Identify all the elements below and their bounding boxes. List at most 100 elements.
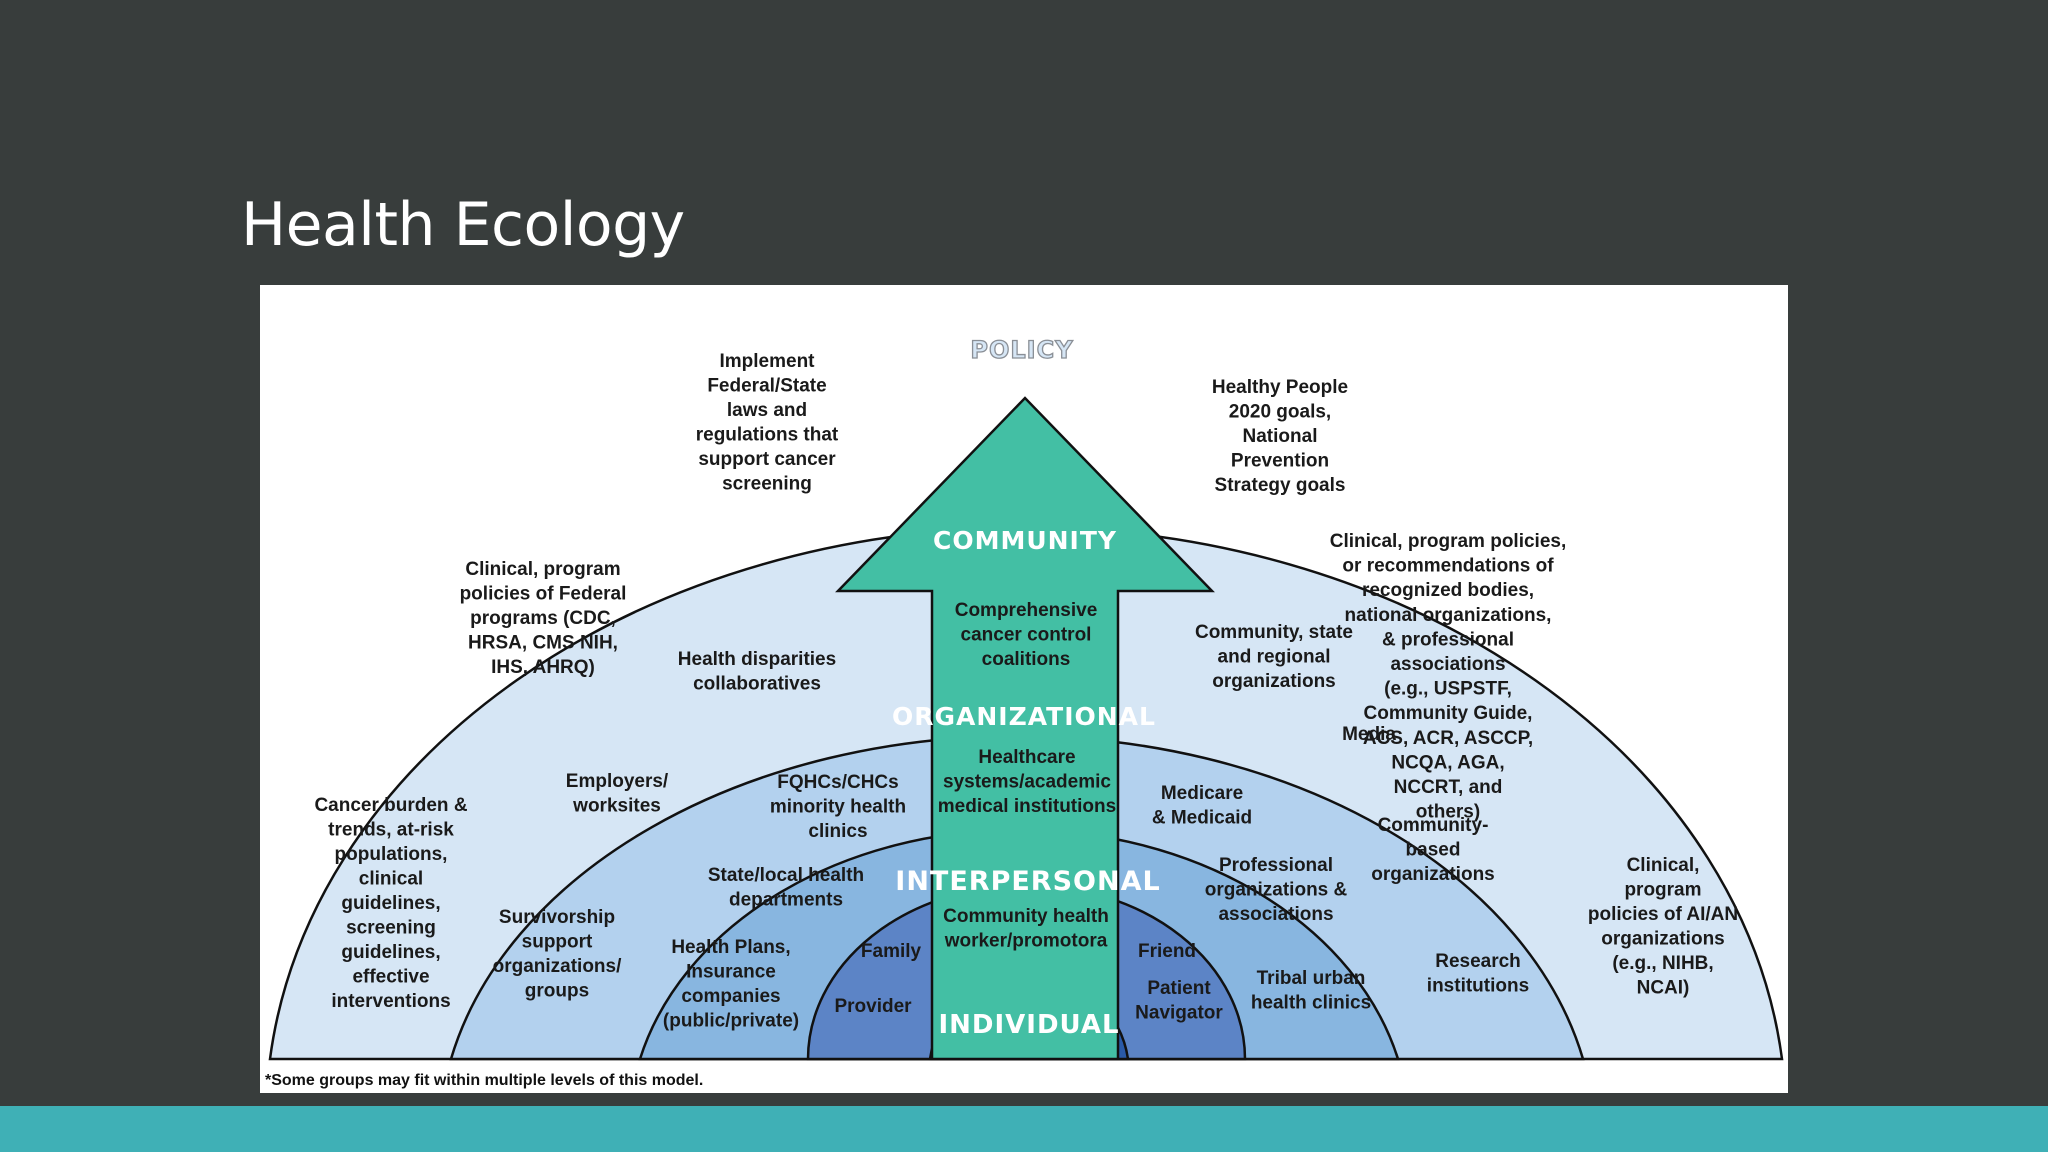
level-policy-label: POLICY bbox=[970, 336, 1073, 364]
item-line: organizations bbox=[1212, 671, 1336, 692]
item-chw: Community health worker/promotora bbox=[943, 906, 1109, 952]
item-line: Healthcare bbox=[978, 747, 1075, 768]
item-line: & professional bbox=[1382, 629, 1514, 650]
item-line: organizations bbox=[1371, 864, 1495, 885]
item-line: Community health bbox=[943, 906, 1109, 927]
item-line: clinical bbox=[359, 869, 423, 890]
item-line: populations, bbox=[335, 844, 448, 865]
item-line: (e.g., NIHB, bbox=[1612, 953, 1713, 974]
item-line: FQHCs/CHCs bbox=[777, 772, 898, 793]
item-line: minority health bbox=[770, 797, 906, 818]
item-line: others) bbox=[1416, 802, 1480, 823]
item-line: laws and bbox=[727, 400, 807, 421]
item-line: Navigator bbox=[1135, 1003, 1223, 1024]
item-family: Family bbox=[861, 941, 922, 962]
level-individual-label: INDIVIDUAL bbox=[938, 1010, 1119, 1040]
item-line: Clinical, program policies, bbox=[1330, 531, 1567, 552]
item-line: (public/private) bbox=[663, 1011, 799, 1032]
slide-title: Health Ecology bbox=[241, 190, 685, 260]
item-line: and regional bbox=[1218, 647, 1331, 668]
item-line: or recommendations of bbox=[1342, 556, 1554, 577]
item-line: NCCRT, and bbox=[1394, 777, 1503, 798]
item-ai-an: Clinical, program policies of AI/AN organiz… bbox=[1588, 855, 1738, 999]
item-line: medical institutions bbox=[938, 796, 1116, 817]
item-line: Community Guide, bbox=[1364, 703, 1533, 724]
item-disparities: Health disparities collaboratives bbox=[678, 649, 836, 695]
item-friend: Friend bbox=[1138, 941, 1196, 962]
item-line: Survivorship bbox=[499, 907, 615, 928]
item-line: regulations that bbox=[696, 425, 839, 446]
item-line: companies bbox=[681, 986, 780, 1007]
item-media: Media bbox=[1342, 724, 1396, 745]
item-line: worker/promotora bbox=[944, 931, 1108, 952]
item-line: (e.g., USPSTF, bbox=[1384, 679, 1512, 700]
item-line: National bbox=[1243, 426, 1318, 447]
item-line: NCQA, AGA, bbox=[1391, 752, 1504, 773]
item-line: Prevention bbox=[1231, 451, 1329, 472]
item-line: Clinical, bbox=[1627, 855, 1700, 876]
item-line: recognized bodies, bbox=[1362, 580, 1534, 601]
item-line: ACS, ACR, ASCCP, bbox=[1363, 728, 1533, 749]
item-recognized-bodies: Clinical, program policies, or recommenda… bbox=[1330, 531, 1567, 823]
item-line: NCAI) bbox=[1637, 978, 1690, 999]
item-line: Friend bbox=[1138, 941, 1196, 962]
item-healthcare-systems: Healthcare systems/academic medical instit… bbox=[938, 747, 1116, 817]
item-line: groups bbox=[525, 981, 589, 1002]
item-line: Clinical, program bbox=[465, 559, 620, 580]
item-line: trends, at-risk bbox=[328, 820, 454, 841]
item-line: associations bbox=[1390, 654, 1505, 675]
item-line: policies of AI/AN bbox=[1588, 904, 1738, 925]
item-line: systems/academic bbox=[943, 772, 1111, 793]
item-line: organizations/ bbox=[493, 956, 623, 977]
item-line: Medicare bbox=[1161, 783, 1243, 804]
item-line: Federal/State bbox=[707, 376, 826, 397]
health-ecology-diagram: POLICY COMMUNITY ORGANIZATIONAL INTERPER… bbox=[268, 335, 1784, 1061]
item-line: 2020 goals, bbox=[1229, 402, 1331, 423]
item-line: coalitions bbox=[982, 649, 1071, 670]
item-line: HRSA, CMS NIH, bbox=[468, 633, 618, 654]
level-interpersonal-label: INTERPERSONAL bbox=[895, 866, 1160, 897]
item-line: Healthy People bbox=[1212, 377, 1348, 398]
item-line: interventions bbox=[331, 991, 450, 1012]
item-line: institutions bbox=[1427, 976, 1529, 997]
item-line: Employers/ bbox=[566, 771, 669, 792]
up-arrow-icon bbox=[835, 396, 1215, 1061]
item-line: programs (CDC, bbox=[470, 608, 616, 629]
item-line: Community, state bbox=[1195, 622, 1353, 643]
item-employers: Employers/worksites bbox=[566, 771, 669, 817]
item-line: national organizations, bbox=[1345, 605, 1552, 626]
item-line: program bbox=[1624, 880, 1701, 901]
item-line: departments bbox=[729, 890, 843, 911]
item-line: Health Plans, bbox=[671, 937, 790, 958]
item-line: clinics bbox=[808, 821, 867, 842]
item-line: cancer control bbox=[961, 625, 1092, 646]
item-regional-orgs: Community, state and regional organization… bbox=[1195, 622, 1353, 692]
item-medicare: Medicare & Medicaid bbox=[1152, 783, 1252, 829]
item-line: Professional bbox=[1219, 855, 1333, 876]
item-line: guidelines, bbox=[341, 893, 440, 914]
item-line: screening bbox=[722, 474, 812, 495]
item-line: guidelines, bbox=[341, 942, 440, 963]
item-line: collaboratives bbox=[693, 674, 821, 695]
item-line: Tribal urban bbox=[1257, 968, 1366, 989]
level-organizational-label: ORGANIZATIONAL bbox=[892, 702, 1156, 731]
item-line: & Medicaid bbox=[1152, 808, 1252, 829]
health-ecology-figure: POLICY COMMUNITY ORGANIZATIONAL INTERPER… bbox=[260, 285, 1788, 1093]
item-line: Health disparities bbox=[678, 649, 836, 670]
item-line: Implement bbox=[719, 351, 815, 372]
item-line: based bbox=[1406, 840, 1461, 861]
item-line: organizations bbox=[1601, 929, 1725, 950]
item-line: Family bbox=[861, 941, 922, 962]
item-line: support cancer bbox=[698, 449, 836, 470]
item-line: Provider bbox=[834, 996, 912, 1017]
item-line: support bbox=[522, 932, 593, 953]
